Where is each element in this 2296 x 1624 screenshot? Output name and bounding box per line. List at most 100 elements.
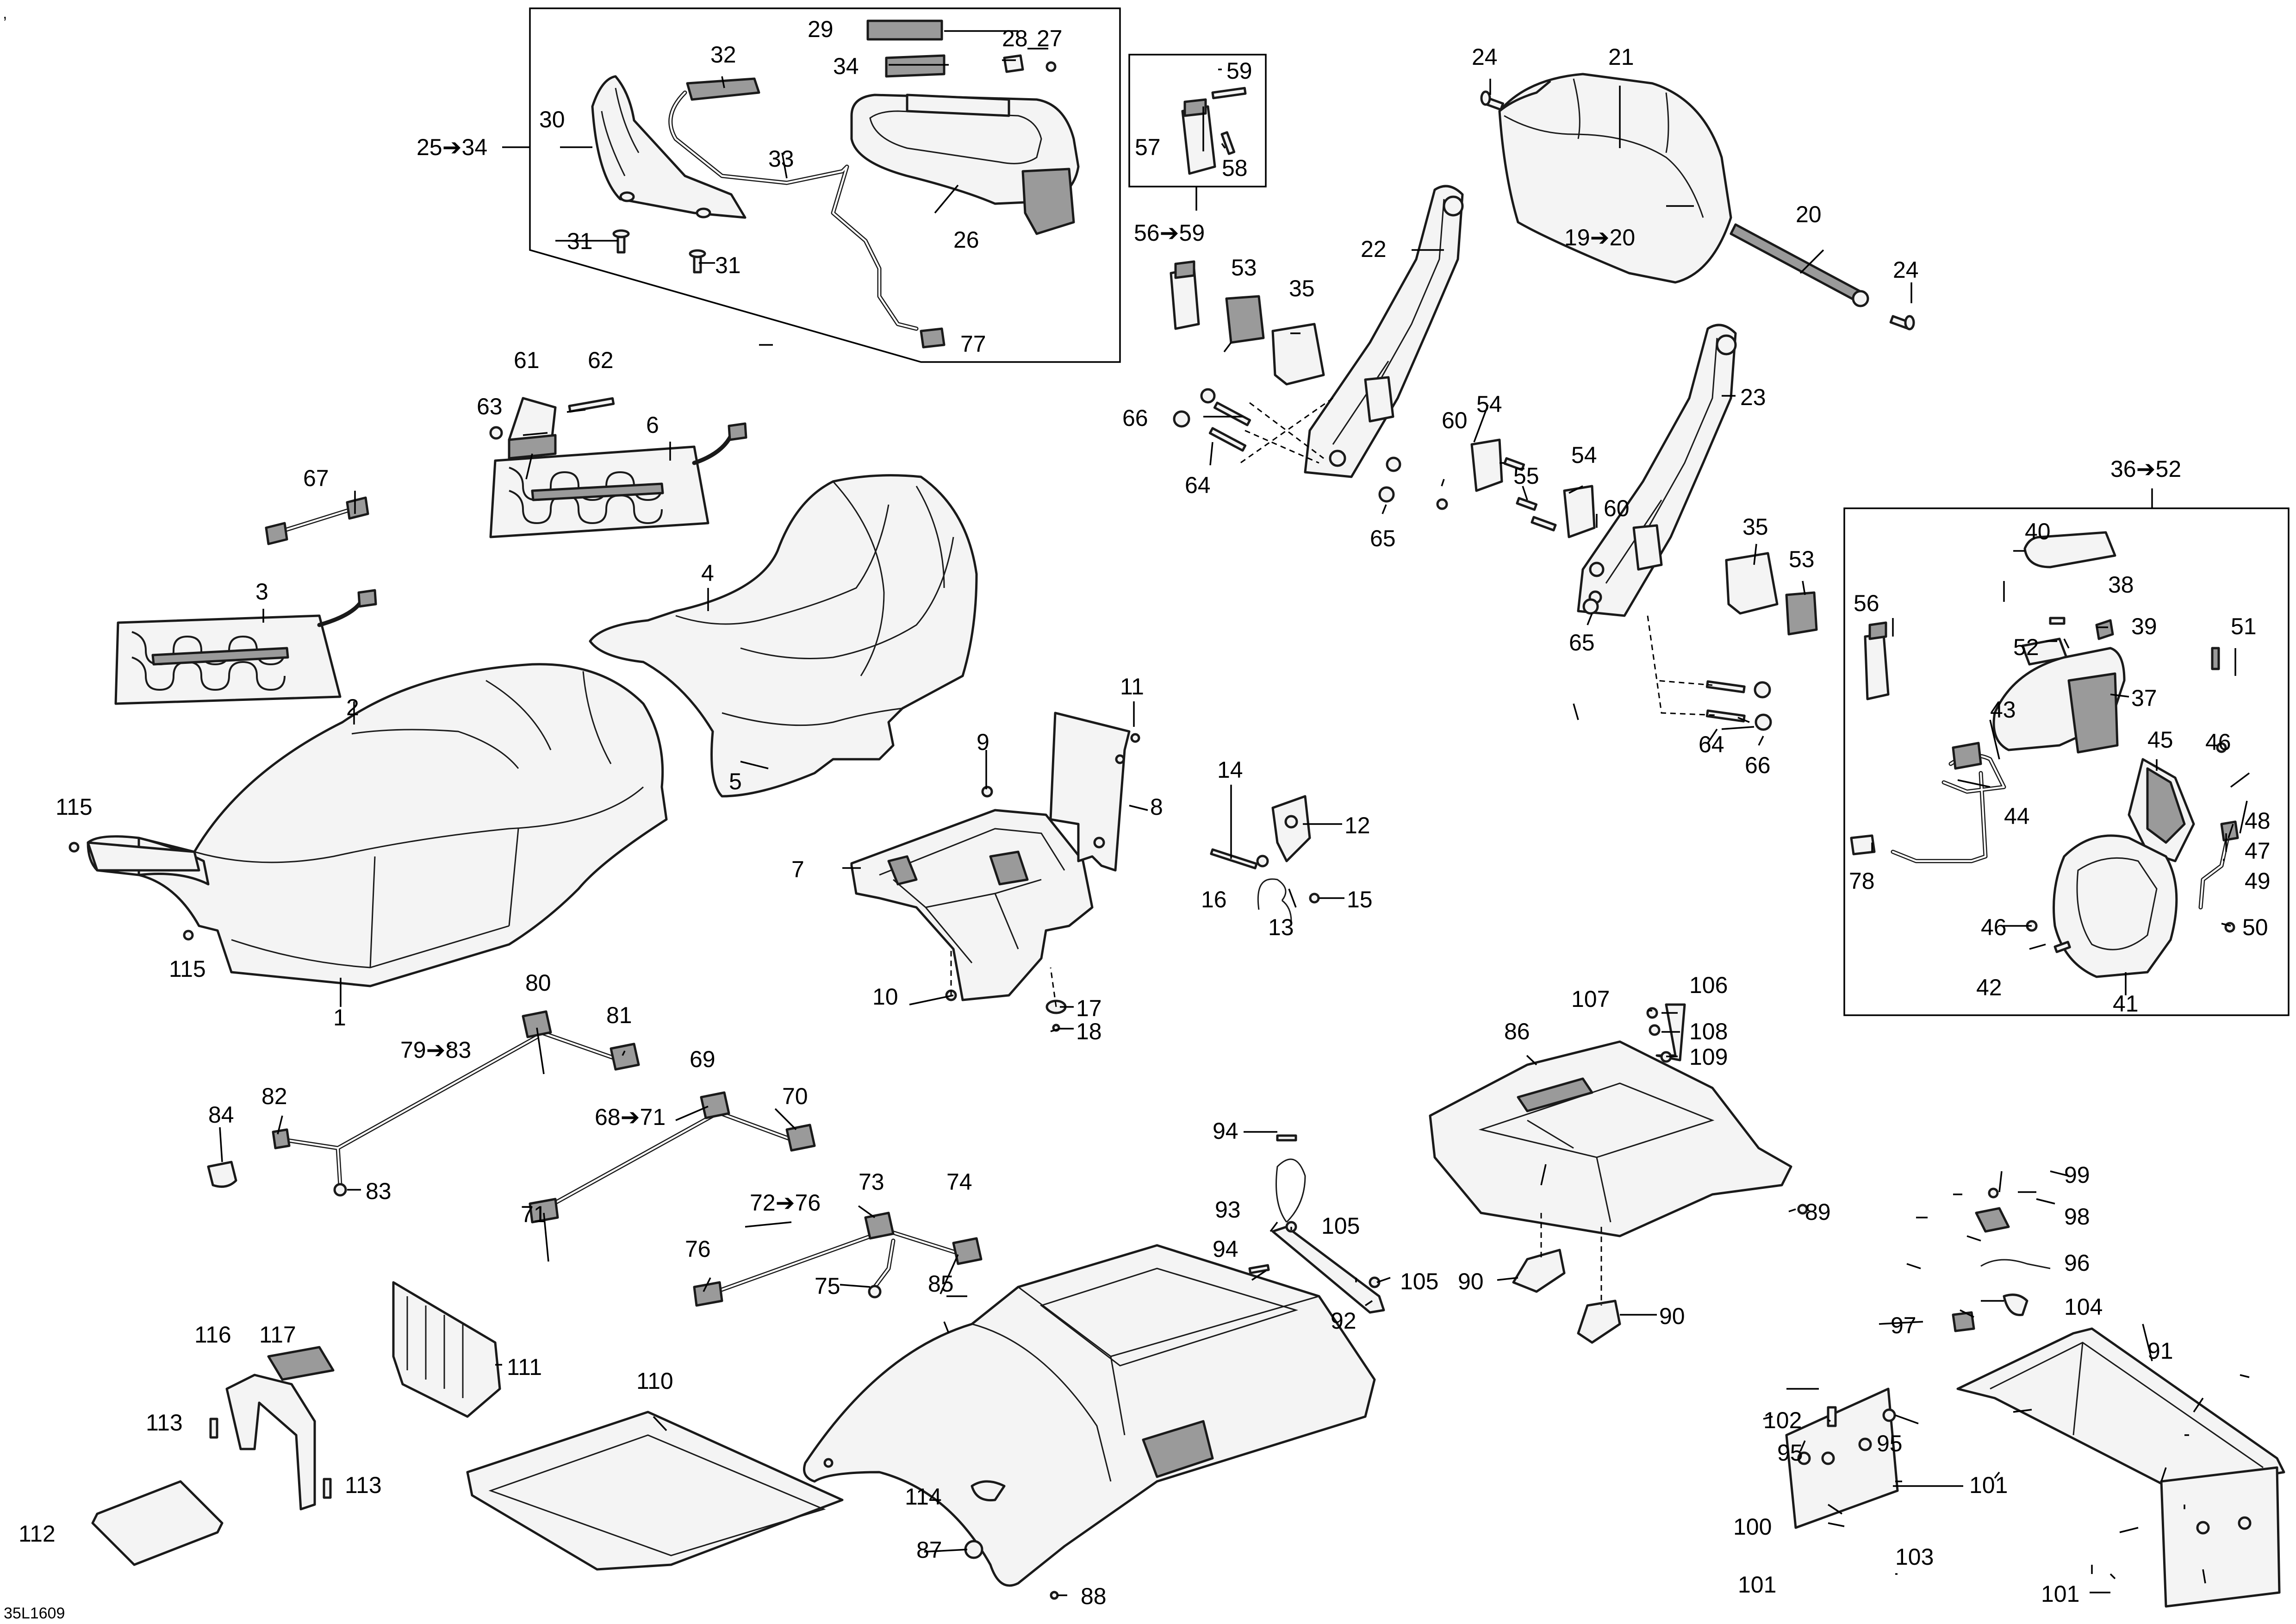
callout: 29 [808, 16, 834, 42]
driver-seat [87, 663, 668, 987]
callout: 53 [1789, 546, 1815, 572]
callout: 115 [169, 956, 206, 982]
callout: 92 [1331, 1308, 1356, 1334]
rear-rack [1429, 1003, 1808, 1344]
callout: 12 [1344, 812, 1370, 838]
callout: 34 [833, 53, 859, 79]
callout: 58 [1222, 155, 1248, 181]
callout: 74 [946, 1169, 972, 1195]
passenger-handle-kit-group [1843, 488, 2290, 1016]
callout: 84 [208, 1102, 234, 1128]
callout: 97 [1891, 1312, 1916, 1338]
callout: 10 [872, 984, 898, 1010]
callout: 2 [346, 694, 359, 720]
callout: 20 [1796, 201, 1822, 227]
callout: 18 [1076, 1018, 1102, 1044]
harness-79-83 [207, 1010, 640, 1197]
callout: 31 [715, 252, 741, 278]
harness-68-71 [529, 1091, 816, 1224]
callout: 6 [646, 412, 659, 438]
callout: 35 [1289, 275, 1315, 301]
backrest-bracket-right [1577, 324, 1737, 617]
callout: 47 [2245, 838, 2271, 864]
callout: 86 [1504, 1018, 1530, 1044]
callout: 8 [1150, 794, 1163, 820]
seat-base [850, 712, 1140, 1032]
callout: 94 [1213, 1236, 1238, 1262]
callout: 9 [977, 729, 989, 755]
callout: 105 [1321, 1213, 1360, 1239]
seat-latch [1210, 795, 1320, 922]
callout: 46 [1981, 914, 2007, 940]
callout: 114 [905, 1484, 942, 1510]
callout: 113 [345, 1472, 382, 1498]
callout: 63 [477, 394, 503, 419]
callout: 27 [1037, 25, 1063, 51]
callout: 101 [2041, 1581, 2079, 1607]
callout: 67 [303, 465, 329, 491]
callout: 87 [916, 1537, 942, 1563]
callout: 61 [514, 347, 540, 373]
backrest [1480, 73, 1915, 331]
callout: 1 [333, 1005, 346, 1031]
callout: 116 [194, 1322, 231, 1348]
callout: 98 [2064, 1204, 2090, 1230]
callout: 90 [1659, 1303, 1685, 1329]
callout: 54 [1571, 442, 1597, 468]
callout: 46 [2205, 729, 2231, 755]
callout: 95 [1877, 1430, 1903, 1456]
callout: 32 [710, 42, 736, 68]
callout: 80 [525, 970, 551, 996]
callout: 49 [2245, 868, 2271, 894]
callout: 22 [1361, 236, 1387, 262]
callout: 16 [1201, 887, 1227, 912]
callout: 107 [1571, 986, 1610, 1012]
callout: 85 [928, 1271, 954, 1297]
callout: 51 [2231, 613, 2257, 639]
callout: 13 [1268, 914, 1294, 940]
heating-element-front [114, 589, 377, 705]
callout: 62 [588, 347, 614, 373]
callout: 23 [1740, 384, 1766, 410]
callout: 77 [960, 331, 986, 357]
callout: 59 [1226, 58, 1252, 84]
callout: 81 [606, 1002, 632, 1028]
seat-clip [489, 397, 615, 460]
callout: 75 [815, 1273, 840, 1299]
callout: 102 [1763, 1407, 1802, 1433]
callout: 28 [1002, 25, 1028, 51]
callout: 35 [1742, 514, 1768, 540]
diagram-code: 35L1609 [4, 1605, 65, 1622]
callout: 60 [1604, 495, 1630, 521]
callout: 65 [1569, 630, 1595, 656]
callout: 66 [1122, 405, 1148, 431]
callout: 96 [2064, 1250, 2090, 1276]
callout: 56➔59 [1134, 220, 1205, 246]
callout: 14 [1217, 757, 1243, 783]
callout: 101 [1969, 1472, 2008, 1498]
callout: 45 [2147, 727, 2173, 753]
callout: 64 [1699, 731, 1724, 757]
callout: 78 [1849, 868, 1875, 894]
grab-handle-kit-group [502, 7, 1121, 363]
callout: 17 [1076, 995, 1102, 1021]
callout: 41 [2113, 991, 2139, 1017]
callout-labels: 1 2 3 4 5 6 7 8 9 10 11 12 13 14 15 16 1… [19, 16, 2271, 1609]
passenger-seat [589, 474, 978, 798]
callout: 36➔52 [2110, 456, 2181, 482]
callout: 69 [690, 1046, 716, 1072]
callout: 43 [1990, 697, 2016, 723]
callout: 4 [701, 560, 714, 586]
callout: 83 [366, 1178, 392, 1204]
callout: 24 [1472, 44, 1498, 70]
callout: 39 [2131, 613, 2157, 639]
callout: 44 [2004, 803, 2030, 829]
callout: 55 [1513, 463, 1539, 489]
callout: 37 [2131, 685, 2157, 711]
callout: 30 [539, 106, 565, 132]
callout: 64 [1185, 472, 1211, 498]
callout: 91 [2147, 1338, 2173, 1364]
callout: 56 [1854, 590, 1879, 616]
jumper-harness [265, 496, 369, 545]
